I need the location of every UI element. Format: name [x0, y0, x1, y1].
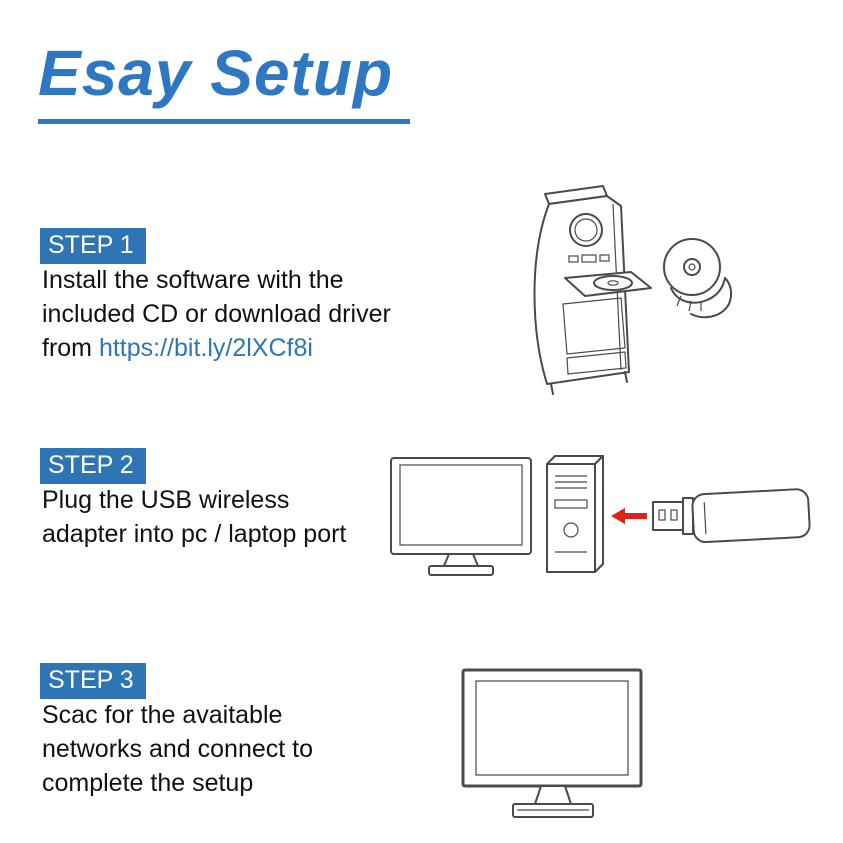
desktop-usb-adapter-icon	[385, 452, 815, 587]
step2-line2: adapter into pc / laptop port	[42, 520, 347, 548]
step3-line3: complete the setup	[42, 769, 254, 797]
step3-line1: Scac for the avaitable	[42, 701, 283, 729]
title-underline	[38, 119, 410, 124]
step3-line2: networks and connect to	[42, 735, 313, 763]
step1-line3: from https://bit.ly/2lXCf8i	[42, 331, 313, 365]
step3-badge: STEP 3	[40, 663, 146, 699]
pc-tower-cd-insert-icon	[445, 172, 745, 402]
monitor-icon	[455, 662, 655, 827]
page-title: Esay Setup	[38, 37, 394, 109]
download-link[interactable]: https://bit.ly/2lXCf8i	[98, 334, 313, 362]
step1-line1: Install the software with the	[42, 266, 344, 294]
step1-line3-prefix: from	[42, 334, 99, 362]
step2-badge: STEP 2	[40, 448, 146, 484]
step1-badge: STEP 1	[40, 228, 146, 264]
step2-line1: Plug the USB wireless	[42, 486, 290, 514]
step1-line2: included CD or download driver	[42, 300, 391, 328]
